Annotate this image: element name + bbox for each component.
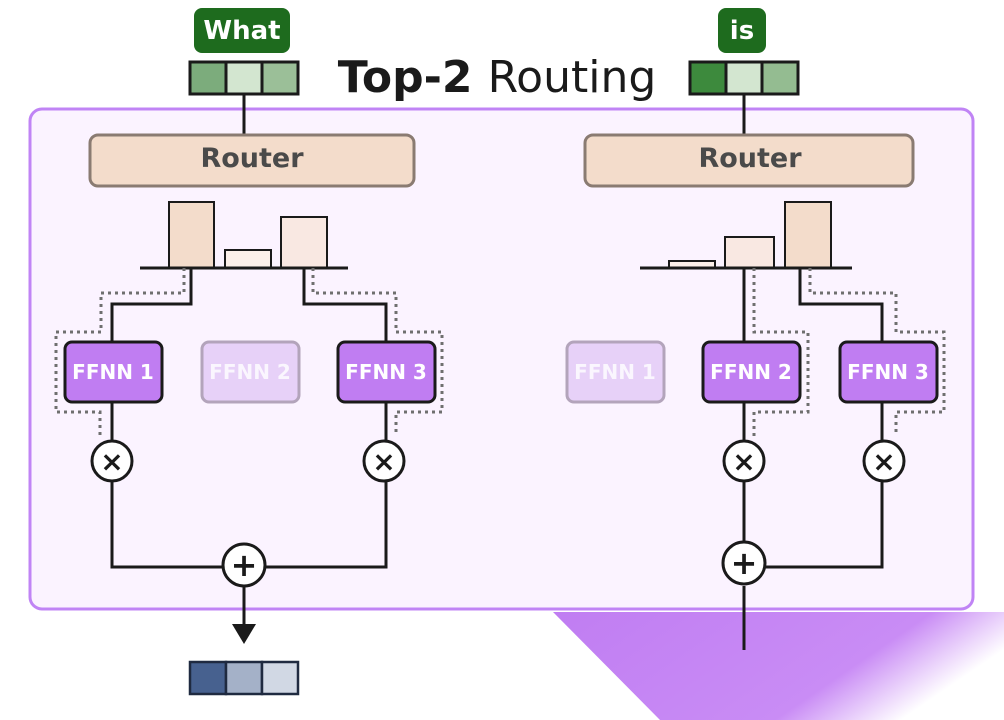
sum-node-right: + [721,540,767,586]
svg-text:FFNN 1: FFNN 1 [72,360,154,384]
routing-panel [28,107,975,611]
token-text-is: is [730,16,754,46]
ffnn-1-right: FFNN 1 [565,340,666,404]
input-vector-is [688,60,800,96]
output-vector [188,660,300,696]
input-vector-what [188,60,300,96]
ffnn-2-right: FFNN 2 [701,340,802,404]
svg-text:+: + [231,546,258,584]
prob-bar-expert-2 [724,236,775,269]
svg-text:×: × [732,445,755,478]
svg-text:×: × [372,445,395,478]
ffnn-2-left: FFNN 2 [200,340,301,404]
svg-text:FFNN 3: FFNN 3 [847,360,929,384]
prob-bar-expert-3 [784,201,832,269]
token-label-is [718,8,766,53]
expert-connections-left [110,268,388,624]
title-regular: Routing [488,52,657,103]
expert-connections-right [742,268,884,650]
sum-node-left: + [221,542,267,588]
prob-bar-expert-3 [280,216,328,269]
ffnn-3-right: FFNN 3 [838,340,939,404]
svg-text:+: + [731,544,758,582]
output-arrow-icon [232,624,256,644]
multiply-node-right-2: × [722,439,766,483]
selected-route-paths-left [54,268,444,436]
ffnn-1-left: FFNN 1 [63,340,164,404]
multiply-node-left-3: × [362,439,406,483]
router-label-right: Router [698,143,802,174]
token-label-what [194,8,290,53]
router-probabilities-left [140,201,348,270]
svg-text:×: × [872,445,895,478]
page-title: Top-2 Routing [338,52,657,103]
ffnn-3-left: FFNN 3 [336,340,437,404]
svg-text:FFNN 2: FFNN 2 [710,360,792,384]
svg-text:×: × [100,445,123,478]
router-label-left: Router [200,143,304,174]
prob-bar-expert-1 [168,201,215,269]
router-box-right [583,133,915,188]
multiply-node-left-1: × [90,439,134,483]
svg-text:FFNN 1: FFNN 1 [574,360,656,384]
left-routing-group: What Router [54,8,444,696]
background-gradient [553,612,1004,720]
router-box-left [88,133,416,188]
router-probabilities-right [640,201,852,270]
multiply-node-right-3: × [862,439,906,483]
svg-text:FFNN 3: FFNN 3 [345,360,427,384]
token-text-what: What [203,16,280,46]
prob-bar-expert-2 [224,249,272,269]
selected-route-paths-right [752,268,946,436]
svg-text:FFNN 2: FFNN 2 [209,360,291,384]
right-routing-group: is Router [565,8,946,650]
title-bold: Top-2 [338,52,473,103]
